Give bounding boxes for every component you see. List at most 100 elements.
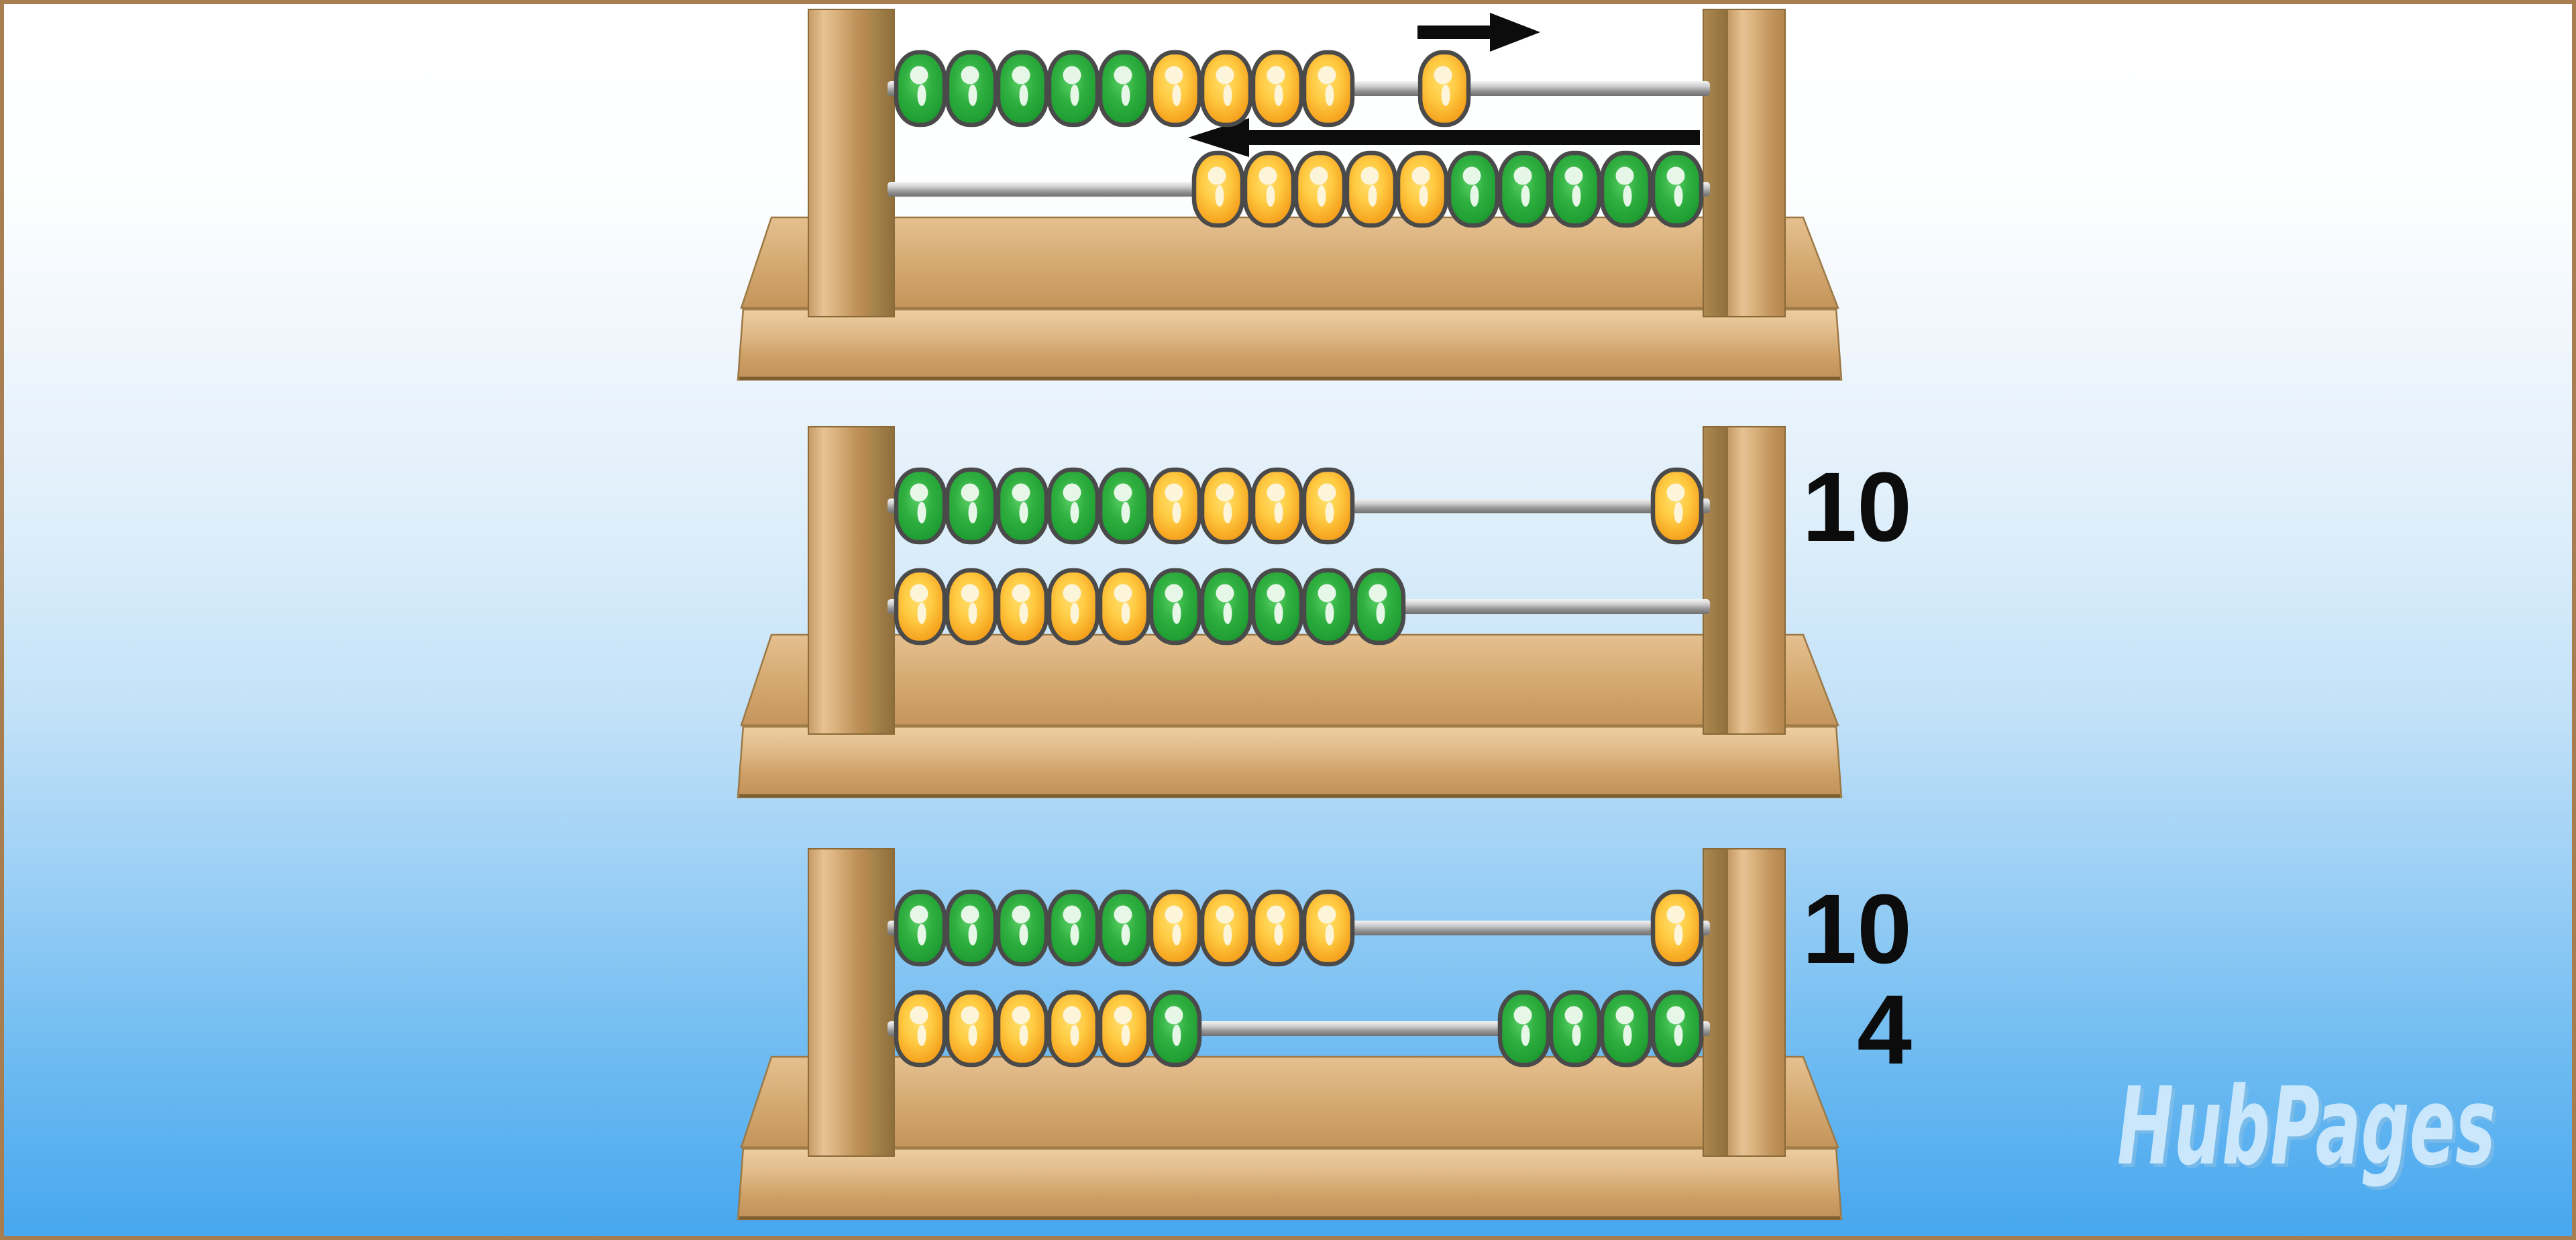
bead-highlight-icon <box>1114 483 1132 502</box>
bead-highlight-icon <box>1521 1025 1530 1046</box>
bead-highlight-icon <box>1070 85 1079 106</box>
bead-highlight-icon <box>1666 166 1685 185</box>
bead-highlight-icon <box>1012 905 1030 924</box>
bead-green <box>894 467 947 545</box>
bead-highlight-icon <box>1318 483 1336 502</box>
bead-green <box>996 467 1049 545</box>
top-row-beads <box>894 50 1471 127</box>
bead-green <box>1599 990 1653 1068</box>
top-row-beads <box>894 467 1704 545</box>
watermark-shadow: HubPages <box>2121 1067 2499 1192</box>
abacus-step-2: 10 <box>737 426 1912 798</box>
bead-highlight-icon <box>1012 66 1030 85</box>
bead-highlight-icon <box>1063 584 1081 603</box>
bead-highlight-icon <box>1572 185 1581 207</box>
bead-highlight-icon <box>961 584 979 603</box>
bead-yellow <box>945 990 998 1068</box>
bead-highlight-icon <box>1063 905 1081 924</box>
bead-highlight-icon <box>1325 924 1334 945</box>
bead-highlight-icon <box>1462 166 1481 185</box>
bead-yellow <box>1242 150 1296 228</box>
bead-yellow <box>1148 889 1202 967</box>
bead-highlight-icon <box>1411 166 1430 185</box>
bead-highlight-icon <box>1564 166 1583 185</box>
bead-highlight-icon <box>1019 924 1028 945</box>
bead-green <box>945 50 998 127</box>
bead-highlight-icon <box>1114 66 1132 85</box>
bead-highlight-icon <box>1114 1006 1132 1025</box>
left-post <box>808 848 895 1157</box>
bead-highlight-icon <box>1470 185 1479 207</box>
bead-yellow <box>1293 150 1347 228</box>
bead-green <box>1548 150 1602 228</box>
bead-highlight-icon <box>1274 85 1283 106</box>
bead-green <box>1301 568 1355 645</box>
bead-highlight-icon <box>1309 166 1328 185</box>
bead-yellow <box>1395 150 1449 228</box>
bead-highlight-icon <box>910 584 928 603</box>
bead-highlight-icon <box>1376 603 1385 624</box>
bead-green <box>894 889 947 967</box>
bead-yellow <box>1250 889 1304 967</box>
bead-highlight-icon <box>1121 85 1130 106</box>
bead-highlight-icon <box>1070 1025 1079 1046</box>
bead-yellow <box>894 990 947 1068</box>
bead-highlight-icon <box>1666 1006 1685 1025</box>
bead-highlight-icon <box>1266 185 1275 207</box>
bead-highlight-icon <box>1019 1025 1028 1046</box>
bead-highlight-icon <box>1615 1006 1634 1025</box>
bead-yellow <box>945 568 998 645</box>
bead-highlight-icon <box>1172 603 1181 624</box>
bead-highlight-icon <box>917 502 926 523</box>
bead-highlight-icon <box>968 924 977 945</box>
bead-highlight-icon <box>1258 166 1277 185</box>
abacus-step-3: 104 <box>737 848 1912 1221</box>
bead-yellow <box>1250 50 1304 127</box>
bead-green <box>1446 150 1500 228</box>
bead-yellow <box>894 568 947 645</box>
bead-highlight-icon <box>1165 905 1183 924</box>
bead-highlight-icon <box>1274 924 1283 945</box>
bead-highlight-icon <box>968 1025 977 1046</box>
bead-green <box>1250 568 1304 645</box>
bead-highlight-icon <box>1019 85 1028 106</box>
bead-highlight-icon <box>1564 1006 1583 1025</box>
bead-highlight-icon <box>1070 924 1079 945</box>
bead-highlight-icon <box>1121 1025 1130 1046</box>
bead-green <box>1497 150 1551 228</box>
right-post <box>1703 426 1786 735</box>
bead-green <box>1650 150 1704 228</box>
bottom-row-beads <box>1191 150 1704 228</box>
bead-highlight-icon <box>1121 924 1130 945</box>
count-label: 4 <box>1857 975 1912 1085</box>
bead-yellow <box>996 990 1049 1068</box>
bead-highlight-icon <box>1223 603 1232 624</box>
bead-highlight-icon <box>1674 924 1683 945</box>
bead-highlight-icon <box>961 905 979 924</box>
bead-yellow <box>1199 889 1253 967</box>
bead-highlight-icon <box>961 1006 979 1025</box>
bead-highlight-icon <box>1216 483 1234 502</box>
bead-highlight-icon <box>1012 1006 1030 1025</box>
bead-yellow <box>1199 50 1253 127</box>
bead-yellow <box>1148 467 1202 545</box>
bead-highlight-icon <box>917 603 926 624</box>
bead-green <box>1148 990 1202 1068</box>
bead-highlight-icon <box>1615 166 1634 185</box>
bead-green <box>996 50 1049 127</box>
bead-highlight-icon <box>1666 483 1685 502</box>
bead-highlight-icon <box>1172 924 1181 945</box>
bead-yellow <box>1301 50 1355 127</box>
bead-highlight-icon <box>1267 66 1285 85</box>
right-post <box>1703 848 1786 1157</box>
bead-highlight-icon <box>961 66 979 85</box>
bead-green <box>1199 568 1253 645</box>
bead-highlight-icon <box>1325 603 1334 624</box>
bead-highlight-icon <box>968 603 977 624</box>
bead-highlight-icon <box>961 483 979 502</box>
count-label: 10 <box>1802 452 1912 562</box>
bead-highlight-icon <box>1513 166 1532 185</box>
bead-highlight-icon <box>1070 603 1079 624</box>
